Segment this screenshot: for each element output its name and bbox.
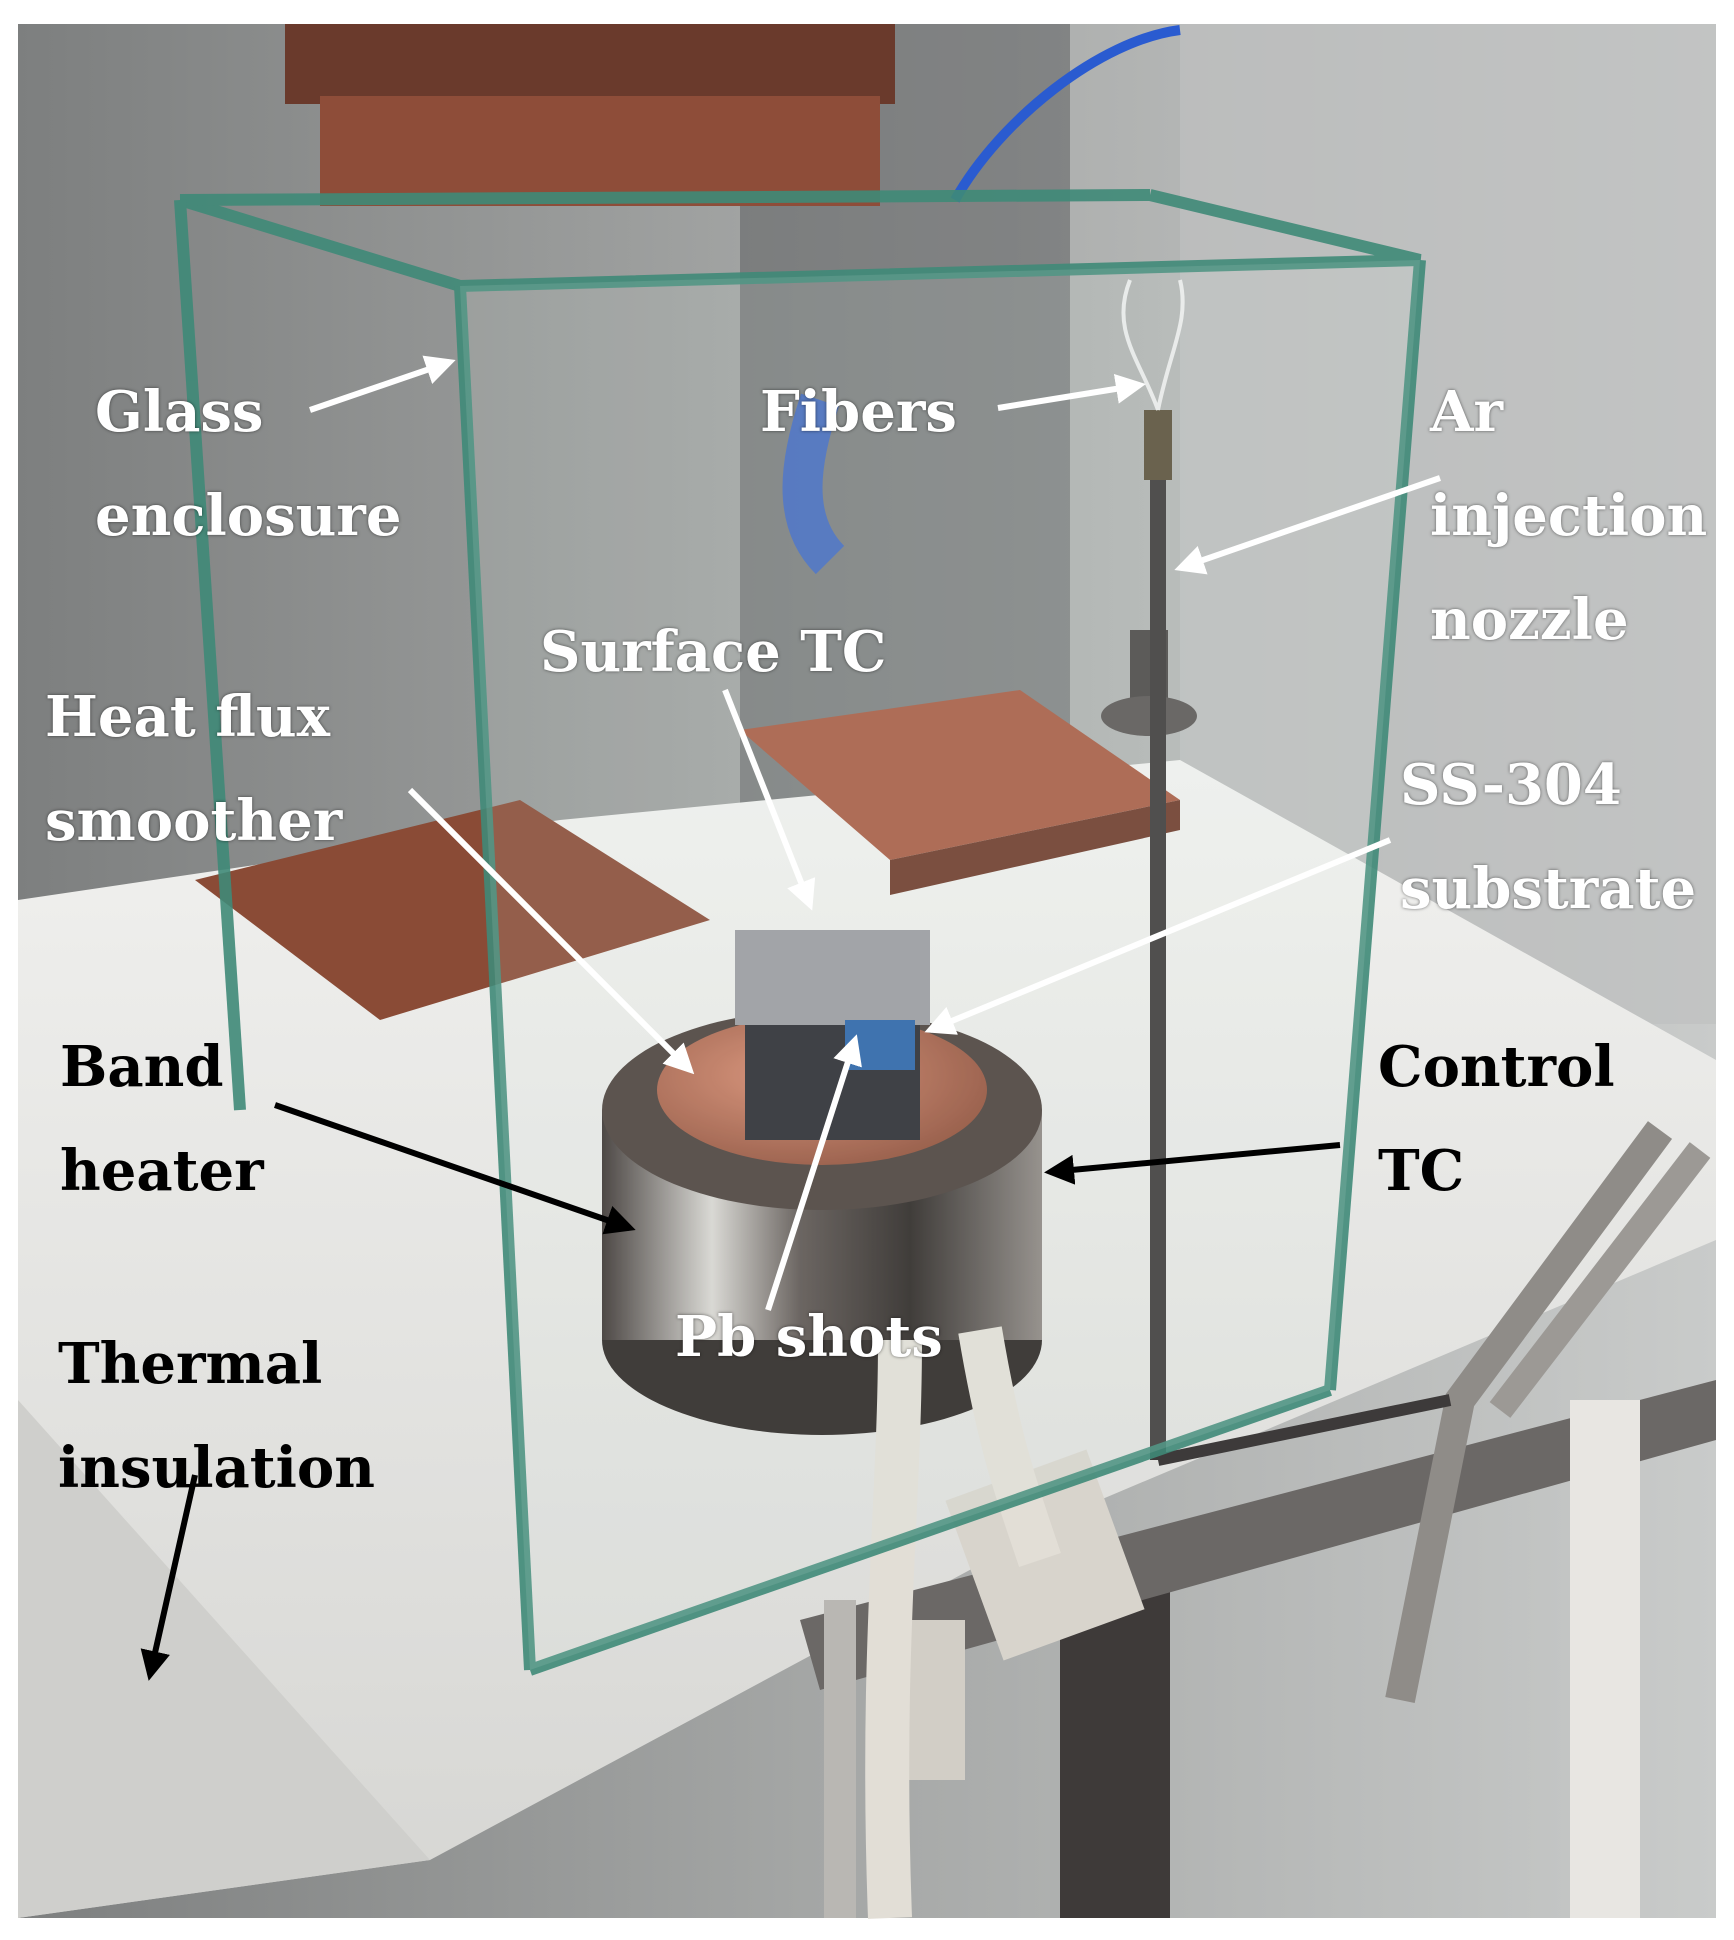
label-ar-injection-nozzle: Ar injection nozzle bbox=[1430, 360, 1707, 672]
arrow-surface-tc bbox=[722, 688, 816, 911]
arrow-band-heater bbox=[274, 1102, 636, 1235]
label-line: smoother bbox=[45, 788, 343, 854]
copper-block-top bbox=[285, 24, 895, 104]
label-line: substrate bbox=[1400, 856, 1697, 922]
label-ss304-substrate: SS-304 substrate bbox=[1400, 733, 1696, 941]
blue-cable-inside bbox=[782, 393, 845, 575]
arrow-glass-enclosure bbox=[309, 355, 456, 413]
label-line: TC bbox=[1378, 1138, 1465, 1204]
arrow-ss304-substrate bbox=[924, 837, 1392, 1035]
label-line: Glass bbox=[95, 379, 264, 445]
arrow-pb-shots bbox=[765, 1034, 862, 1311]
probe-right-2 bbox=[1489, 1142, 1711, 1418]
label-fibers: Fibers bbox=[760, 360, 957, 464]
label-line: Surface TC bbox=[540, 619, 887, 685]
arrow-thermal-insulation bbox=[140, 1474, 198, 1681]
fibers bbox=[1121, 279, 1185, 411]
label-line: injection bbox=[1430, 483, 1708, 549]
arrow-control-tc bbox=[1044, 1142, 1341, 1185]
substrate-top bbox=[735, 930, 930, 1025]
arrow-fibers bbox=[997, 374, 1146, 411]
label-line: SS-304 bbox=[1400, 752, 1622, 818]
insulation-front-face bbox=[18, 1400, 430, 1918]
nozzle-bottom-pipe bbox=[1156, 1394, 1452, 1466]
glass-pane-tint bbox=[460, 260, 1420, 1670]
label-line: nozzle bbox=[1430, 587, 1629, 653]
blue-cable bbox=[950, 25, 1181, 203]
label-line: Control bbox=[1378, 1034, 1615, 1100]
label-line: heater bbox=[60, 1138, 264, 1204]
copper-plate-right bbox=[740, 690, 1180, 860]
label-line: Heat flux bbox=[45, 684, 331, 750]
arrow-heat-flux-smoother bbox=[407, 787, 695, 1075]
label-line: Ar bbox=[1430, 379, 1503, 445]
nozzle-tip bbox=[1144, 410, 1172, 480]
label-line: Pb shots bbox=[675, 1304, 943, 1370]
heater-cable-1 bbox=[865, 1339, 922, 1919]
annotation-arrows-dark bbox=[140, 1102, 1341, 1681]
copper-plate-left bbox=[195, 800, 710, 1020]
label-line: insulation bbox=[58, 1435, 375, 1501]
label-glass-enclosure: Glass enclosure bbox=[95, 360, 401, 568]
label-line: enclosure bbox=[95, 483, 402, 549]
copper-plate-right-edge bbox=[890, 800, 1180, 895]
white-post bbox=[1570, 1400, 1640, 1918]
label-thermal-insulation: Thermal insulation bbox=[58, 1312, 375, 1520]
annotation-arrows-light bbox=[309, 355, 1441, 1311]
label-line: Thermal bbox=[58, 1331, 323, 1397]
glass-enclosure bbox=[174, 189, 1426, 1676]
label-band-heater: Band heater bbox=[60, 1015, 264, 1223]
label-line: Fibers bbox=[760, 379, 957, 445]
label-control-tc: Control TC bbox=[1378, 1015, 1615, 1223]
label-heat-flux-smoother: Heat flux smoother bbox=[45, 665, 342, 873]
copper-block-middle bbox=[320, 96, 880, 206]
probe-right bbox=[1385, 1121, 1673, 1703]
arrow-ar-nozzle bbox=[1174, 475, 1441, 575]
label-line: Band bbox=[60, 1034, 224, 1100]
label-pb-shots: Pb shots bbox=[675, 1285, 943, 1389]
bolt-nut bbox=[1101, 696, 1197, 736]
label-surface-tc: Surface TC bbox=[540, 600, 887, 704]
heater-cable-2 bbox=[958, 1326, 1061, 1567]
